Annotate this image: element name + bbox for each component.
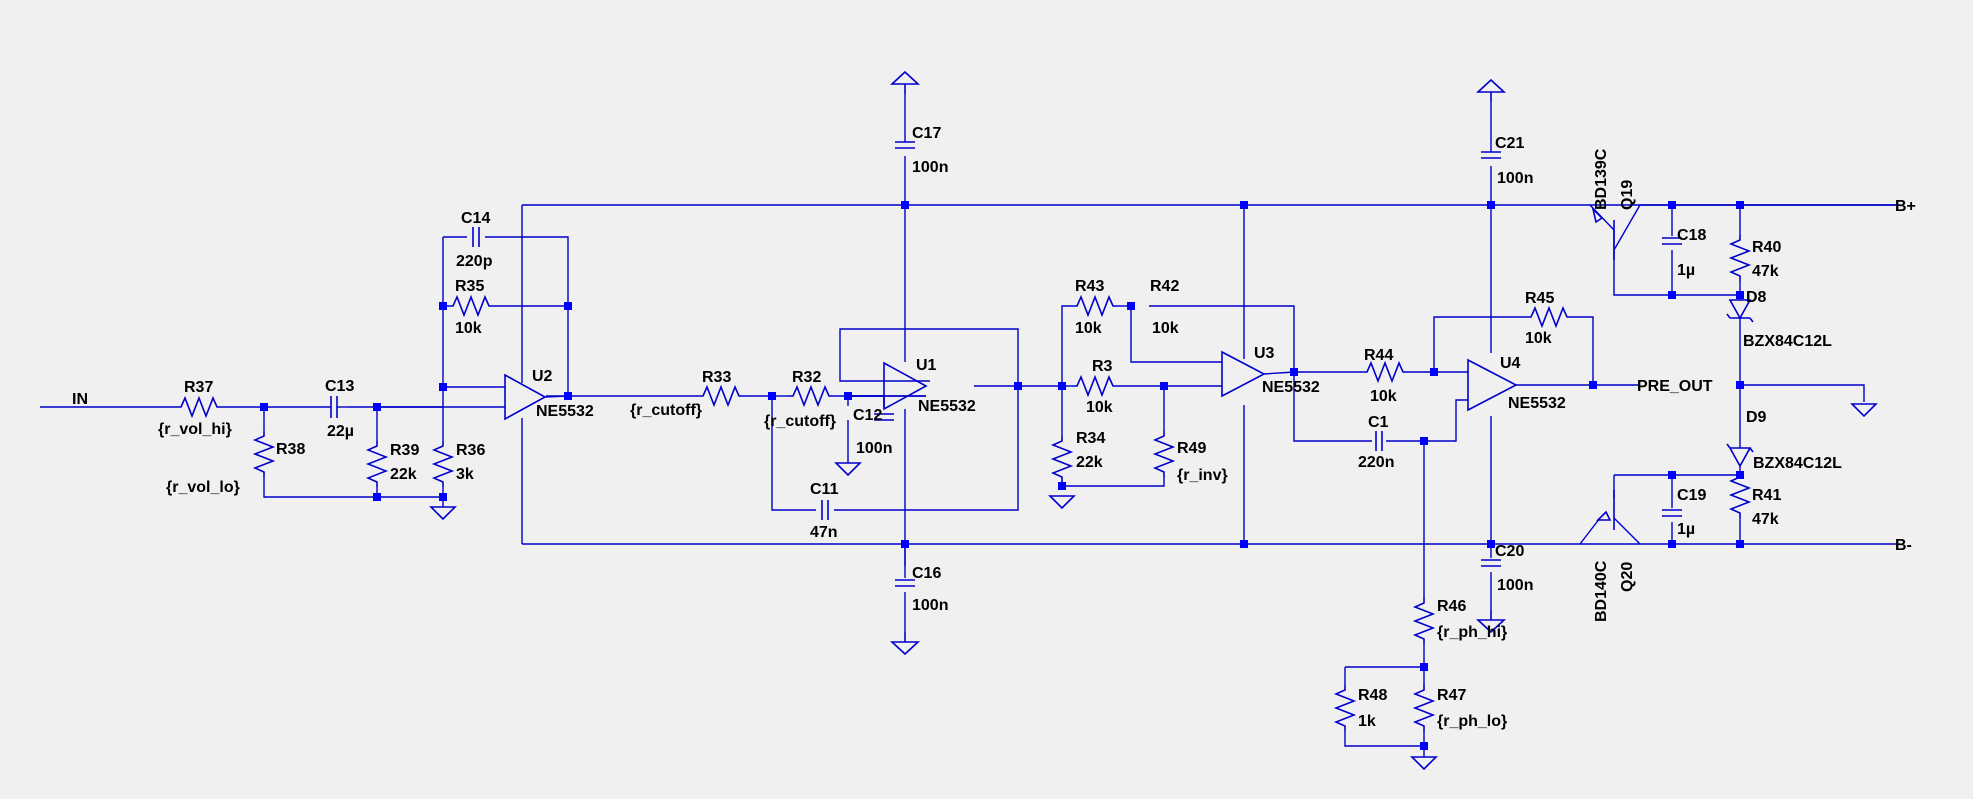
r36-ref: R36 xyxy=(456,442,485,459)
c21-ref: C21 xyxy=(1495,135,1524,152)
r33-value: {r_cutoff} xyxy=(630,402,702,419)
r43-value: 10k xyxy=(1075,320,1102,337)
c1-value: 220n xyxy=(1358,454,1394,471)
q20-ref: Q20 xyxy=(1619,562,1636,592)
r3-value: 10k xyxy=(1086,399,1113,416)
r48-ref: R48 xyxy=(1358,687,1387,704)
c20-ref: C20 xyxy=(1495,543,1524,560)
c11-value: 47n xyxy=(810,524,838,541)
r33-ref: R33 xyxy=(702,369,731,386)
c12-ref: C12 xyxy=(853,407,882,424)
r45-ref: R45 xyxy=(1525,290,1554,307)
d9-value: BZX84C12L xyxy=(1753,455,1842,472)
q20-value: BD140C xyxy=(1593,560,1610,622)
r40-ref: R40 xyxy=(1752,239,1781,256)
r41-ref: R41 xyxy=(1752,487,1781,504)
net-label-bplus: B+ xyxy=(1895,198,1916,215)
c17-ref: C17 xyxy=(912,125,941,142)
c13-value: 22µ xyxy=(327,423,354,440)
net-label-pre-out: PRE_OUT xyxy=(1637,378,1713,395)
junctions xyxy=(260,201,1744,750)
r36-value: 3k xyxy=(456,466,474,483)
transistor-symbols xyxy=(1591,206,1615,530)
c14-value: 220p xyxy=(456,253,493,270)
c17-value: 100n xyxy=(912,159,948,176)
r40-value: 47k xyxy=(1752,263,1779,280)
c19-ref: C19 xyxy=(1677,487,1706,504)
r32-value: {r_cutoff} xyxy=(764,413,836,430)
u2-ref: U2 xyxy=(532,368,553,385)
u3-ref: U3 xyxy=(1254,345,1275,362)
r49-value: {r_inv} xyxy=(1177,467,1228,484)
d9-ref: D9 xyxy=(1746,409,1767,426)
r39-ref: R39 xyxy=(390,442,419,459)
net-label-in: IN xyxy=(72,391,88,408)
c11-ref: C11 xyxy=(810,481,839,498)
r38-ref: R38 xyxy=(276,441,305,458)
c16-value: 100n xyxy=(912,597,948,614)
r44-ref: R44 xyxy=(1364,347,1393,364)
supply-symbols xyxy=(430,71,1877,770)
u1-ref: U1 xyxy=(916,357,937,374)
u4-value: NE5532 xyxy=(1508,395,1566,412)
r49-ref: R49 xyxy=(1177,440,1206,457)
u2-value: NE5532 xyxy=(536,403,594,420)
c13-ref: C13 xyxy=(325,378,354,395)
q19-ref: Q19 xyxy=(1619,180,1636,210)
c18-ref: C18 xyxy=(1677,227,1706,244)
u3-value: NE5532 xyxy=(1262,379,1320,396)
u4-ref: U4 xyxy=(1500,355,1521,372)
r47-value: {r_ph_lo} xyxy=(1437,713,1507,730)
r43-ref: R43 xyxy=(1075,278,1104,295)
c18-value: 1µ xyxy=(1677,262,1695,279)
c16-ref: C16 xyxy=(912,565,941,582)
zener-symbols xyxy=(1726,299,1754,468)
r32-ref: R32 xyxy=(792,369,821,386)
r46-ref: R46 xyxy=(1437,598,1466,615)
r35-ref: R35 xyxy=(455,278,484,295)
r37-value: {r_vol_hi} xyxy=(158,421,232,438)
r48-value: 1k xyxy=(1358,713,1376,730)
r45-value: 10k xyxy=(1525,330,1552,347)
r41-value: 47k xyxy=(1752,511,1779,528)
c19-value: 1µ xyxy=(1677,521,1695,538)
r37-ref: R37 xyxy=(184,379,213,396)
r39-value: 22k xyxy=(390,466,417,483)
r35-value: 10k xyxy=(455,320,482,337)
u1-value: NE5532 xyxy=(918,398,976,415)
d8-value: BZX84C12L xyxy=(1743,333,1832,350)
r42-ref: R42 xyxy=(1150,278,1179,295)
r3-ref: R3 xyxy=(1092,358,1113,375)
net-label-bminus: B- xyxy=(1895,537,1912,554)
c14-ref: C14 xyxy=(461,210,490,227)
c21-value: 100n xyxy=(1497,170,1533,187)
r46-value: {r_ph_hi} xyxy=(1437,624,1507,641)
c12-value: 100n xyxy=(856,440,892,457)
r42-value: 10k xyxy=(1152,320,1179,337)
r34-value: 22k xyxy=(1076,454,1103,471)
resistor-symbols xyxy=(175,234,1750,732)
c20-value: 100n xyxy=(1497,577,1533,594)
r34-ref: R34 xyxy=(1076,430,1105,447)
c1-ref: C1 xyxy=(1368,414,1389,431)
wires xyxy=(40,94,1900,757)
r47-ref: R47 xyxy=(1437,687,1466,704)
d8-ref: D8 xyxy=(1746,289,1767,306)
q19-value: BD139C xyxy=(1593,148,1610,210)
r38-value: {r_vol_lo} xyxy=(166,479,240,496)
capacitor-symbols xyxy=(330,141,1682,587)
r44-value: 10k xyxy=(1370,388,1397,405)
